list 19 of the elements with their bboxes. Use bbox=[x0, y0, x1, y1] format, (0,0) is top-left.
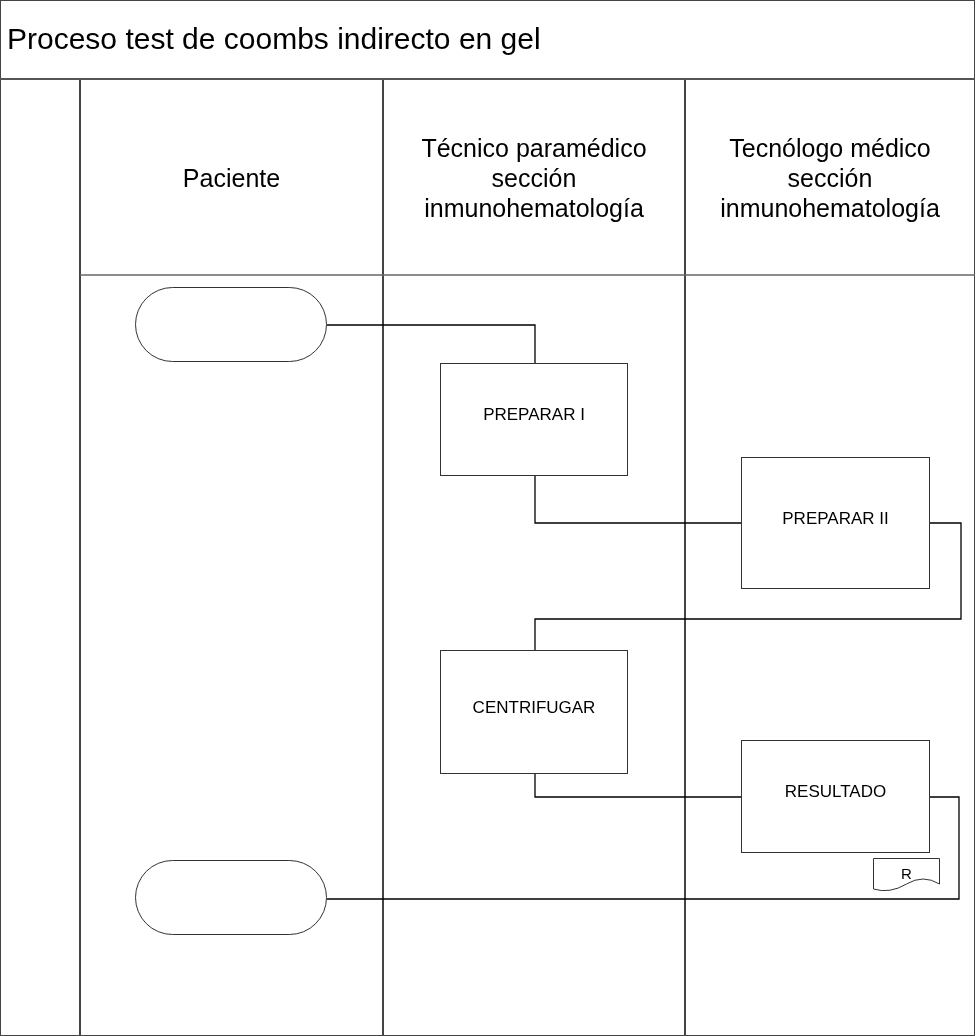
step-label: PREPARAR I bbox=[483, 406, 585, 423]
connector-line bbox=[534, 475, 742, 524]
lane-title: Paciente bbox=[182, 162, 281, 193]
step-label: CENTRIFUGAR bbox=[472, 698, 596, 716]
connector-line bbox=[534, 522, 962, 651]
connector-line bbox=[326, 324, 536, 364]
connector-line bbox=[534, 773, 742, 798]
process-box bbox=[741, 457, 930, 589]
lane-title: Tecnólogo médico sección inmunohematología bbox=[719, 132, 941, 223]
step-label: R bbox=[901, 866, 912, 884]
step-label: RESULTADO bbox=[784, 783, 887, 800]
diagram-title: Proceso test de coombs indirecto en gel bbox=[7, 24, 541, 54]
lane-title: Técnico paramédico sección inmunohematología bbox=[420, 132, 648, 223]
process-box bbox=[741, 740, 930, 853]
process-box bbox=[440, 363, 628, 476]
document-shape bbox=[873, 858, 940, 894]
connector-line bbox=[326, 796, 960, 900]
process-box bbox=[440, 650, 628, 774]
step-label: PREPARAR II bbox=[782, 509, 889, 527]
